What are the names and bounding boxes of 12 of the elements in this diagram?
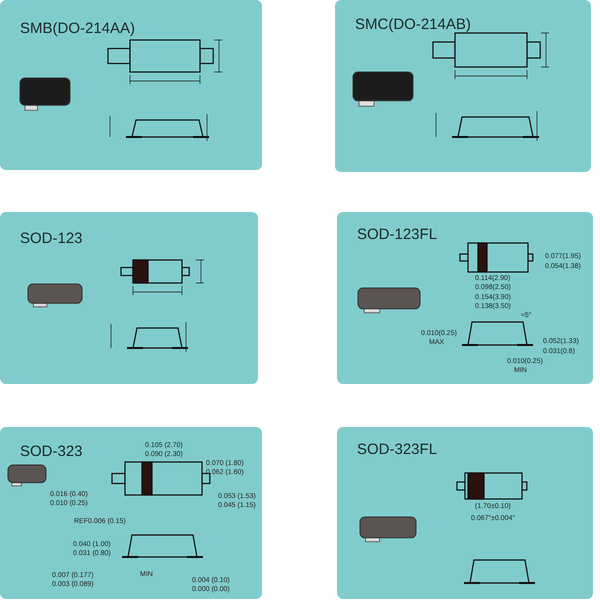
package-panel xyxy=(0,427,262,599)
package-title: SOD-323FL xyxy=(357,440,438,460)
package-panel xyxy=(337,427,593,599)
package-panel xyxy=(0,0,262,170)
package-panel xyxy=(337,212,593,384)
package-title: SOD-123 xyxy=(20,229,83,249)
package-panel xyxy=(0,212,258,384)
package-title: SOD-123FL xyxy=(357,225,438,245)
package-title: SOD-323 xyxy=(20,442,83,462)
package-panel xyxy=(335,0,591,172)
package-title: SMB(DO-214AA) xyxy=(20,19,136,39)
package-title: SMC(DO-214AB) xyxy=(355,15,471,35)
